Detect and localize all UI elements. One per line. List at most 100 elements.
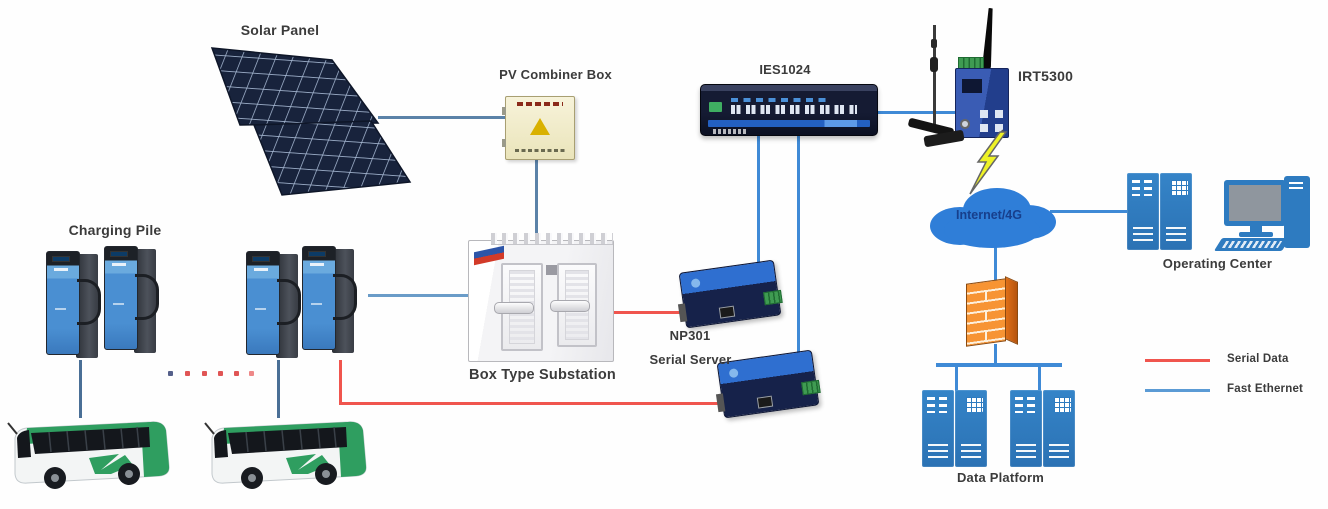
router-ports bbox=[980, 110, 1003, 132]
pile-front bbox=[246, 251, 281, 355]
serial-server-type-label: Serial Server bbox=[649, 352, 732, 367]
terminal-block bbox=[763, 289, 783, 305]
mount-tab bbox=[715, 393, 726, 413]
line-switch-to-router bbox=[878, 111, 960, 114]
cloud-label: Internet/4G bbox=[956, 208, 1022, 222]
server-rack-icon bbox=[922, 390, 954, 467]
pile-front bbox=[46, 251, 81, 355]
switch-front-text bbox=[713, 129, 747, 134]
line-cloud-to-operating-center bbox=[1050, 210, 1128, 213]
pile-front bbox=[104, 246, 139, 350]
legend-ethernet-label: Fast Ethernet bbox=[1227, 383, 1304, 395]
substation-logo bbox=[474, 245, 504, 266]
antenna-ring bbox=[931, 39, 937, 48]
combiner-caption bbox=[515, 149, 565, 152]
whip-antenna-icon bbox=[933, 25, 936, 127]
line-pile-to-substation bbox=[368, 294, 468, 297]
firewall-icon bbox=[966, 276, 1022, 349]
serial-server-icon bbox=[677, 259, 783, 329]
line-switch-to-np301b bbox=[797, 135, 800, 369]
combiner-nameplate bbox=[517, 102, 563, 106]
switch-front-stripe bbox=[708, 120, 870, 127]
substation-vent bbox=[546, 265, 558, 275]
mount-bracket bbox=[923, 129, 965, 148]
pile-brand bbox=[54, 268, 68, 272]
bus-icon bbox=[204, 421, 367, 489]
monitor-stand bbox=[1250, 226, 1262, 233]
charging-pile-icon bbox=[104, 246, 159, 353]
rj45-port bbox=[718, 305, 736, 319]
line-busbar-stub-left bbox=[955, 365, 958, 391]
charging-cable bbox=[77, 278, 101, 325]
ellipsis-dot bbox=[218, 371, 223, 376]
router-body bbox=[955, 68, 1009, 138]
server-rack-icon bbox=[1043, 390, 1075, 467]
server-rack-icon bbox=[955, 390, 987, 467]
data-platform-label: Data Platform bbox=[956, 470, 1045, 485]
pc-tower bbox=[1284, 176, 1310, 248]
monitor-base bbox=[1239, 232, 1273, 237]
lightning-icon bbox=[969, 129, 1008, 195]
line-solar-to-combiner bbox=[378, 116, 506, 119]
charging-pile-icon bbox=[46, 251, 101, 358]
switch-port-labels bbox=[731, 98, 829, 102]
device-logo bbox=[728, 368, 739, 379]
router-panel bbox=[962, 79, 982, 93]
pv-combiner-box-icon bbox=[502, 96, 575, 160]
pile-screen bbox=[308, 251, 327, 258]
ellipsis-dot bbox=[234, 371, 239, 376]
firewall-side bbox=[1005, 276, 1018, 345]
switch-ports bbox=[731, 105, 857, 114]
charging-cable bbox=[333, 273, 357, 320]
device-logo bbox=[690, 278, 701, 289]
mount-tab bbox=[677, 303, 688, 323]
charging-pile-label: Charging Pile bbox=[68, 222, 162, 238]
antenna-ring bbox=[930, 57, 938, 72]
pile-brand bbox=[254, 268, 268, 272]
charging-pile-icon bbox=[246, 251, 301, 358]
line-firewall-to-busbar bbox=[994, 344, 997, 366]
legend-serial-label: Serial Data bbox=[1227, 353, 1289, 365]
substation-door bbox=[494, 263, 543, 351]
cloud-icon bbox=[930, 188, 1056, 248]
monitor-icon bbox=[1224, 180, 1286, 226]
ethernet-switch-icon bbox=[700, 84, 878, 136]
legend-ethernet-swatch bbox=[1145, 389, 1210, 392]
firewall-front bbox=[966, 278, 1006, 347]
pile-brand bbox=[112, 263, 126, 267]
pile-screen bbox=[110, 251, 129, 258]
substation-door bbox=[550, 263, 597, 347]
line-busbar-stub-right bbox=[1038, 365, 1041, 391]
ellipsis-dot bbox=[168, 371, 173, 376]
line-pile2-to-bus2 bbox=[277, 360, 280, 418]
pile-screen bbox=[252, 256, 271, 263]
router-connector bbox=[960, 119, 970, 129]
bus-icon bbox=[7, 421, 170, 489]
serial-server-model-label: NP301 bbox=[669, 328, 711, 343]
pile-text bbox=[55, 308, 66, 311]
line-pile1-to-bus1 bbox=[79, 360, 82, 418]
switch-label: IES1024 bbox=[759, 62, 811, 77]
wireless-router-icon bbox=[900, 5, 1035, 153]
pile-text bbox=[255, 308, 266, 311]
rj45-port bbox=[756, 395, 774, 409]
warning-triangle-icon bbox=[530, 118, 550, 135]
line-data-platform-busbar bbox=[936, 363, 1062, 367]
charging-cable bbox=[135, 273, 159, 320]
substation-label: Box Type Substation bbox=[469, 367, 616, 383]
desktop-computer-icon bbox=[1213, 170, 1312, 254]
pv-combiner-box-label: PV Combiner Box bbox=[499, 67, 612, 82]
line-switch-to-np301a bbox=[757, 135, 760, 282]
legend-serial-swatch bbox=[1145, 359, 1210, 362]
charging-pile-icon bbox=[302, 246, 357, 353]
monitor-screen bbox=[1229, 185, 1281, 221]
substation-roof bbox=[491, 233, 613, 245]
server-rack-icon bbox=[1127, 173, 1159, 250]
pile-screen bbox=[52, 256, 71, 263]
pile-front bbox=[302, 246, 337, 350]
solar-panel-label: Solar Panel bbox=[240, 22, 320, 38]
ellipsis-dot bbox=[185, 371, 190, 376]
line-pile-serial-horizontal bbox=[339, 402, 719, 405]
ellipsis-dot bbox=[249, 371, 254, 376]
